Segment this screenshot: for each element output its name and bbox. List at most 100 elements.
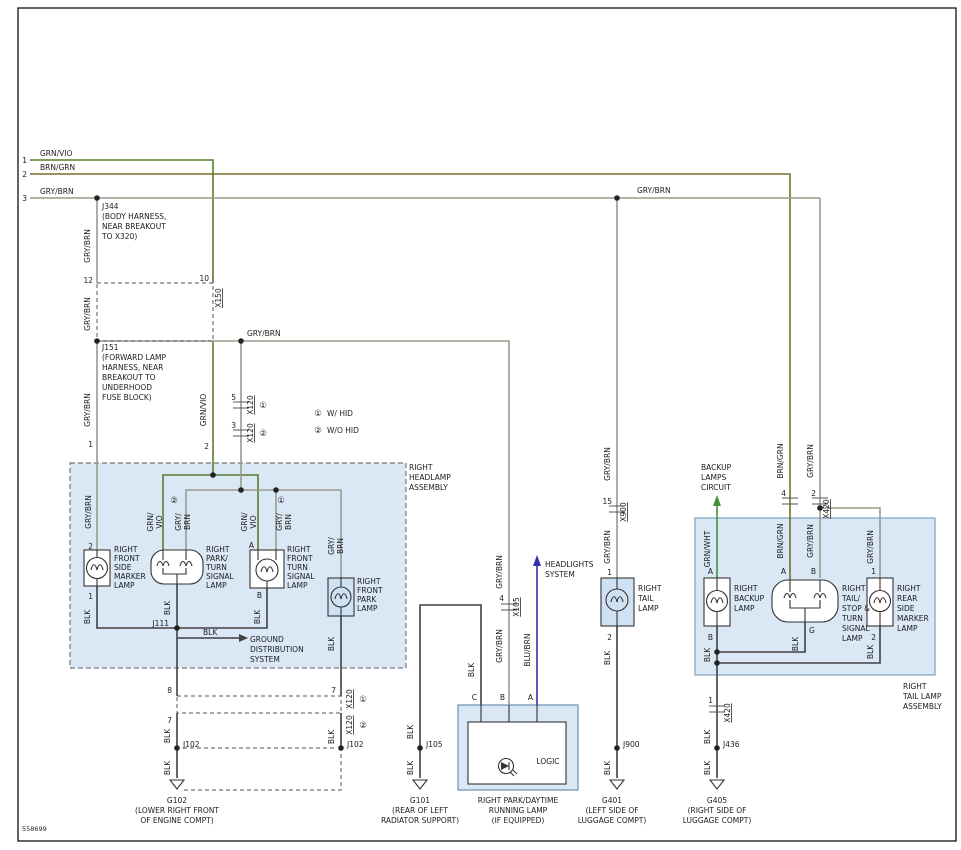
backup-name1: RIGHT	[734, 584, 758, 593]
j111-blk: BLK	[203, 628, 218, 637]
parkturn-sym: ②	[170, 496, 178, 506]
x105-connector-icon	[501, 603, 517, 611]
tail-wire1: GRY/BRN	[603, 447, 612, 481]
park-lamp-symbol	[327, 577, 355, 617]
trunk-split-dot	[614, 195, 620, 201]
x420-bottom-connector-icon	[709, 705, 725, 713]
headlights-label1: HEADLIGHTS	[545, 560, 594, 569]
brn-grn-lower: BRN/GRN	[776, 523, 785, 558]
gry-brn-lower: GRY/BRN	[806, 524, 815, 558]
x120-pin5: 5	[231, 393, 236, 402]
feed3-pin: 3	[22, 194, 27, 203]
g102-desc2: OF ENGINE COMPT)	[140, 816, 213, 825]
feed2-pin: 2	[22, 170, 27, 179]
g101-label: G101	[410, 796, 430, 805]
drl-pin4: 4	[499, 594, 504, 603]
left-wire-lower: GRY/BRN	[83, 393, 92, 427]
j344-dot	[94, 195, 100, 201]
marker-name2: FRONT	[114, 554, 140, 563]
drl-blu: BLU/BRN	[523, 634, 532, 667]
parkturn-feed-a1: GRN/	[146, 512, 155, 532]
tailstop-name5: SIGNAL	[842, 624, 871, 633]
marker-name4: MARKER	[114, 572, 146, 581]
j436-dot	[714, 745, 720, 751]
exit-park-pin7: 7	[331, 686, 336, 695]
turn-feed-a2: VIO	[249, 515, 258, 528]
x120-sym2: ②	[259, 429, 267, 439]
parkturn-feed-b2: BRN	[183, 514, 192, 530]
park-name3: PARK	[357, 595, 377, 604]
brn-grn-wires	[30, 173, 791, 580]
gry-brn-upper: GRY/BRN	[806, 444, 815, 478]
parkturn-feed-a2: VIO	[155, 515, 164, 528]
marker-name5: LAMP	[114, 581, 135, 590]
left-pin12: 12	[83, 276, 93, 285]
backup-circuit2: LAMPS	[701, 473, 726, 482]
drl-pin-b: B	[500, 693, 505, 702]
x420-label: X420	[822, 499, 831, 519]
drl-logic: LOGIC	[536, 757, 559, 766]
marker-name1: RIGHT	[114, 545, 138, 554]
drl-feed2: GRY/BRN	[495, 629, 504, 663]
feed1-wire: GRN/VIO	[40, 149, 73, 158]
drl-name1: RIGHT PARK/DAYTIME	[478, 796, 559, 805]
tail-lamp-symbol	[600, 577, 635, 627]
headlights-label2: SYSTEM	[545, 570, 575, 579]
exit-tail-blk1: BLK	[703, 729, 712, 744]
j105-label: J105	[425, 740, 443, 749]
backup-pin-a: A	[708, 567, 714, 576]
connector-dashes	[96, 282, 828, 791]
turn-pin-a: A	[249, 541, 255, 550]
j151-label: J151	[101, 343, 119, 352]
x105-label: X105	[512, 597, 521, 617]
rearmarker-name2: REAR	[897, 594, 917, 603]
feed3-wire-right: GRY/BRN	[637, 186, 671, 195]
turn-feed-b2: BRN	[284, 514, 293, 530]
x120-label-b: X120	[246, 423, 255, 443]
grn-wht-label: GRN/WHT	[703, 530, 712, 567]
legend-sym2: ②	[314, 426, 322, 436]
x120-sym1: ①	[259, 401, 267, 411]
g102-label: G102	[167, 796, 187, 805]
gry-brn-wires	[30, 197, 881, 705]
exit-left-blk2: BLK	[163, 760, 172, 775]
turn-feed-a1: GRN/	[240, 512, 249, 532]
x420-connector-icon	[782, 497, 828, 505]
ground-distribution-arrow-icon	[239, 634, 248, 642]
g405-desc1: (RIGHT SIDE OF	[688, 806, 747, 815]
j151-desc4: UNDERHOOD	[102, 383, 152, 392]
park-feed1: GRY/	[327, 537, 336, 555]
park-name1: RIGHT	[357, 577, 381, 586]
gry-split-dot2	[273, 487, 279, 493]
tailstop-blk: BLK	[791, 636, 800, 651]
turn-feed-b1: GRY/	[275, 513, 284, 531]
j151-desc1: (FORWARD LAMP	[102, 353, 167, 362]
backup-lamp-symbol	[703, 577, 731, 627]
tail-wire2: GRY/BRN	[603, 530, 612, 564]
exit-left-pin8: 8	[167, 686, 172, 695]
tailstop-name4: TURN	[841, 614, 863, 623]
marker-pin-bot: 1	[88, 592, 93, 601]
doc-number: 558699	[22, 825, 47, 833]
j900-label: J900	[622, 740, 640, 749]
turn-name3: TURN	[286, 563, 308, 572]
feed1-pin: 1	[22, 156, 27, 165]
rearmarker-blk: BLK	[866, 644, 875, 659]
exit-tail-blk2: BLK	[703, 760, 712, 775]
g401-label: G401	[602, 796, 622, 805]
legend-label2: W/O HID	[327, 426, 359, 435]
exit-park-sym1: ①	[359, 695, 367, 705]
junction-dots	[94, 195, 823, 751]
rearmarker-name3: SIDE	[897, 604, 915, 613]
g102-ground-icon	[168, 779, 186, 790]
turn-name4: SIGNAL	[287, 572, 316, 581]
tailstop-name6: LAMP	[842, 634, 863, 643]
backup-name3: LAMP	[734, 604, 755, 613]
j436-label: J436	[722, 740, 740, 749]
j151-desc2: HARNESS, NEAR	[102, 363, 163, 372]
left-wire-box: GRY/BRN	[84, 495, 93, 529]
g401-ground-icon	[608, 779, 626, 790]
j105-blk1: BLK	[406, 724, 415, 739]
drl-name3: (IF EQUIPPED)	[492, 816, 545, 825]
j111-dot	[174, 625, 180, 631]
